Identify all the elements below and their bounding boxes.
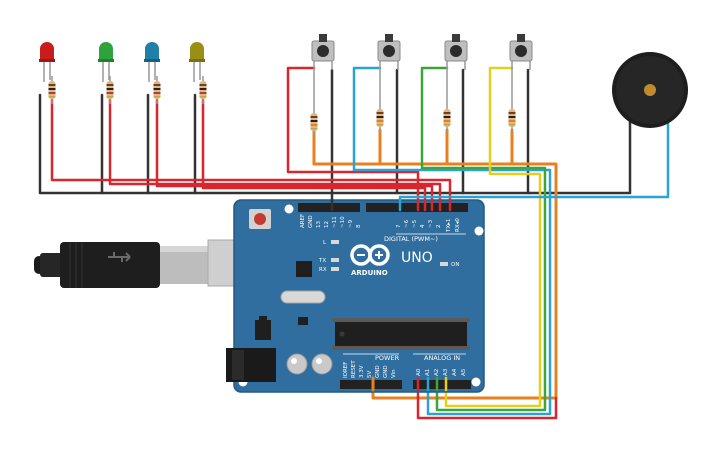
digital-header: [298, 203, 468, 212]
resistor-btn4[interactable]: [508, 70, 516, 132]
brand-label: ARDUINO: [351, 269, 388, 277]
pin-10: ~10: [340, 216, 346, 228]
led-on-label: ON: [451, 262, 459, 268]
usb-chip: [296, 261, 312, 277]
analog-label: ANALOG IN: [424, 354, 460, 362]
pin-0-rx: RX◂0: [455, 218, 461, 232]
pushbutton-4[interactable]: [509, 34, 533, 70]
digital-label: DIGITAL (PWM~): [384, 235, 438, 243]
usb-cable[interactable]: [34, 239, 253, 288]
wire-buzzer-ground[interactable]: [528, 118, 632, 195]
pin-5v: 5V: [367, 371, 373, 378]
pin-6: ~6: [404, 219, 410, 228]
pin-a4: A4: [452, 368, 458, 376]
pin-reset: RESET: [351, 360, 357, 378]
top-pin-labels: AREF GND 13 12 ~11 ~10 ~9 8 7 ~6 ~5 4 ~3…: [300, 214, 461, 233]
atmega-chip: [332, 318, 470, 350]
resistor-btn3[interactable]: [443, 70, 451, 132]
analog-header: [413, 380, 471, 389]
pin-8: 8: [356, 224, 362, 228]
wire-btn3-green[interactable]: [420, 66, 547, 412]
pin-5: ~5: [412, 219, 418, 228]
wire-led3-signal[interactable]: [155, 98, 434, 208]
wire-led1-signal[interactable]: [50, 98, 452, 208]
piezo-buzzer[interactable]: [612, 52, 688, 128]
power-label: POWER: [375, 354, 400, 362]
pin-9: ~9: [348, 219, 354, 228]
led-tx-label: TX: [318, 258, 326, 264]
led-red[interactable]: [39, 42, 55, 82]
usb-plug-icon: [60, 242, 160, 288]
arduino-board[interactable]: AREF GND 13 12 ~11 ~10 ~9 8 7 ~6 ~5 4 ~3…: [226, 199, 485, 393]
pin-ioref: IOREF: [343, 362, 349, 378]
power-pin-labels: IOREF RESET 3.3V 5V GND GND Vin: [343, 360, 397, 378]
pin-3: ~3: [428, 219, 434, 228]
pushbutton-2[interactable]: [377, 34, 401, 70]
wire-btn4-yellow[interactable]: [444, 66, 542, 408]
pin-gnd-2: GND: [383, 365, 389, 378]
pin-a1: A1: [425, 369, 431, 376]
status-leds: L TX RX ON: [318, 240, 459, 273]
pin-7: 7: [396, 224, 402, 228]
led-icon: [40, 42, 54, 60]
resistor-group: [48, 70, 516, 136]
pin-3v3: 3.3V: [359, 365, 365, 378]
pin-1-tx: TX▸1: [446, 219, 452, 233]
crystal: [280, 290, 326, 304]
pushbutton-3[interactable]: [444, 34, 468, 70]
pin-2: 2: [436, 225, 442, 229]
wire-led2-signal[interactable]: [108, 98, 442, 208]
led-l-label: L: [323, 240, 327, 246]
led-blue[interactable]: [144, 42, 160, 82]
pin-gnd-top: GND: [308, 215, 314, 228]
resistor-led1[interactable]: [48, 76, 56, 104]
pushbutton-1[interactable]: [311, 34, 335, 70]
power-header: [340, 380, 402, 389]
wire-btn1-red[interactable]: [286, 66, 420, 208]
resistor-led4[interactable]: [199, 76, 207, 104]
led-icon: [145, 42, 159, 60]
led-rx-label: RX: [319, 267, 327, 273]
arduino-logo-icon: [350, 244, 390, 266]
pin-13: 13: [316, 221, 322, 228]
header-wire-ends: [330, 198, 452, 392]
led-green[interactable]: [98, 42, 114, 82]
small-chip: [298, 317, 308, 325]
led-icon: [190, 42, 204, 60]
pin-vin: Vin: [391, 369, 397, 378]
analog-pin-labels: A0 A1 A2 A3 A4 A5: [416, 368, 467, 376]
voltage-regulator: [255, 320, 271, 340]
pin-aref: AREF: [300, 214, 306, 228]
led-group: [39, 42, 205, 82]
resistor-btn2[interactable]: [376, 70, 384, 132]
resistor-led2[interactable]: [106, 76, 114, 104]
capacitor-1: [286, 353, 308, 375]
pin-a0: A0: [416, 368, 422, 376]
pin-4: 4: [420, 224, 426, 228]
led-yellow[interactable]: [189, 42, 205, 82]
wire-ground-bus[interactable]: [38, 93, 532, 195]
pin-11: ~11: [332, 216, 338, 228]
resistor-led3[interactable]: [153, 76, 161, 104]
pin-gnd-1: GND: [375, 365, 381, 378]
led-icon: [99, 42, 113, 60]
wire-btn2-blue[interactable]: [352, 66, 552, 416]
pushbutton-group: [311, 34, 533, 70]
pin-12: 12: [324, 221, 330, 228]
model-label: UNO: [401, 250, 433, 266]
pin-a3: A3: [443, 368, 449, 376]
capacitor-2: [311, 353, 333, 375]
resistor-btn1[interactable]: [310, 70, 318, 136]
pin-a2: A2: [434, 369, 440, 376]
wire-btn1-a0[interactable]: [416, 380, 558, 420]
pin-a5: A5: [461, 368, 467, 376]
wires: [38, 66, 670, 420]
